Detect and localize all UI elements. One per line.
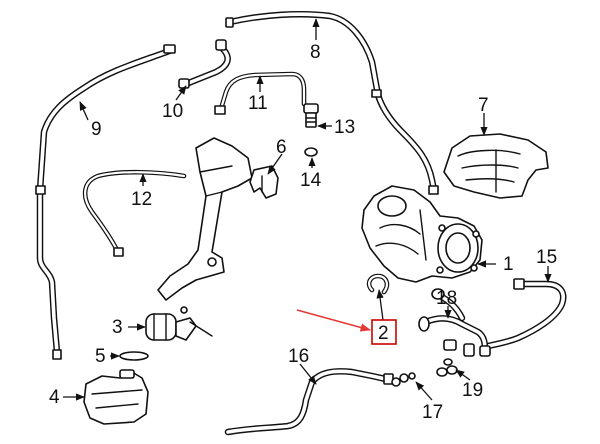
- part-15-pipe: [484, 278, 567, 350]
- part-19-gaskets: [436, 358, 458, 377]
- part-3-actuator: [145, 306, 213, 341]
- callout-11: 11: [248, 93, 268, 114]
- part-18-pipe: [418, 288, 491, 357]
- callout-13: 13: [334, 117, 355, 138]
- part-6-clip: [249, 165, 279, 199]
- callout-17: 17: [422, 402, 443, 423]
- callout-18: 18: [436, 288, 457, 309]
- part-14-oring: [304, 147, 318, 157]
- callout-3: 3: [112, 317, 123, 338]
- callout-7: 7: [478, 95, 489, 116]
- callout-9: 9: [91, 119, 102, 140]
- callout-2: 2: [378, 323, 389, 344]
- callout-6: 6: [276, 137, 287, 158]
- part-17-fittings: [391, 372, 416, 387]
- part-8-pipe: [225, 10, 439, 195]
- part-2-clamp: [366, 273, 390, 295]
- part-9-pipe: [35, 44, 176, 360]
- part-7-heat-shield: [443, 133, 549, 199]
- callout-8: 8: [310, 42, 321, 63]
- highlight-arrow: [296, 309, 372, 332]
- callout-labels: 1 2 3 4 5 6 7 8 9 10 11 12 13 14 15 16 1…: [49, 42, 557, 423]
- part-5-gasket: [119, 351, 149, 361]
- part-1-turbocharger: [361, 185, 483, 283]
- part-4-reservoir: [83, 369, 149, 425]
- callout-4: 4: [49, 387, 60, 408]
- callout-14: 14: [300, 170, 322, 191]
- callout-12: 12: [131, 189, 152, 210]
- callout-5: 5: [95, 346, 106, 367]
- bracket: [157, 137, 253, 301]
- highlight-box: [371, 319, 397, 345]
- leader-lines: [63, 18, 552, 401]
- callout-16: 16: [288, 346, 309, 367]
- part-16-pipe: [224, 368, 394, 436]
- callout-1: 1: [503, 254, 514, 275]
- part-12-tube: [82, 169, 187, 257]
- callout-10: 10: [162, 101, 183, 122]
- part-11-tube: [214, 71, 307, 115]
- part-13-fitting: [303, 103, 319, 128]
- callout-15: 15: [536, 247, 557, 268]
- highlight-2: [296, 309, 397, 345]
- callout-19: 19: [462, 380, 483, 401]
- part-10-hose: [178, 39, 231, 89]
